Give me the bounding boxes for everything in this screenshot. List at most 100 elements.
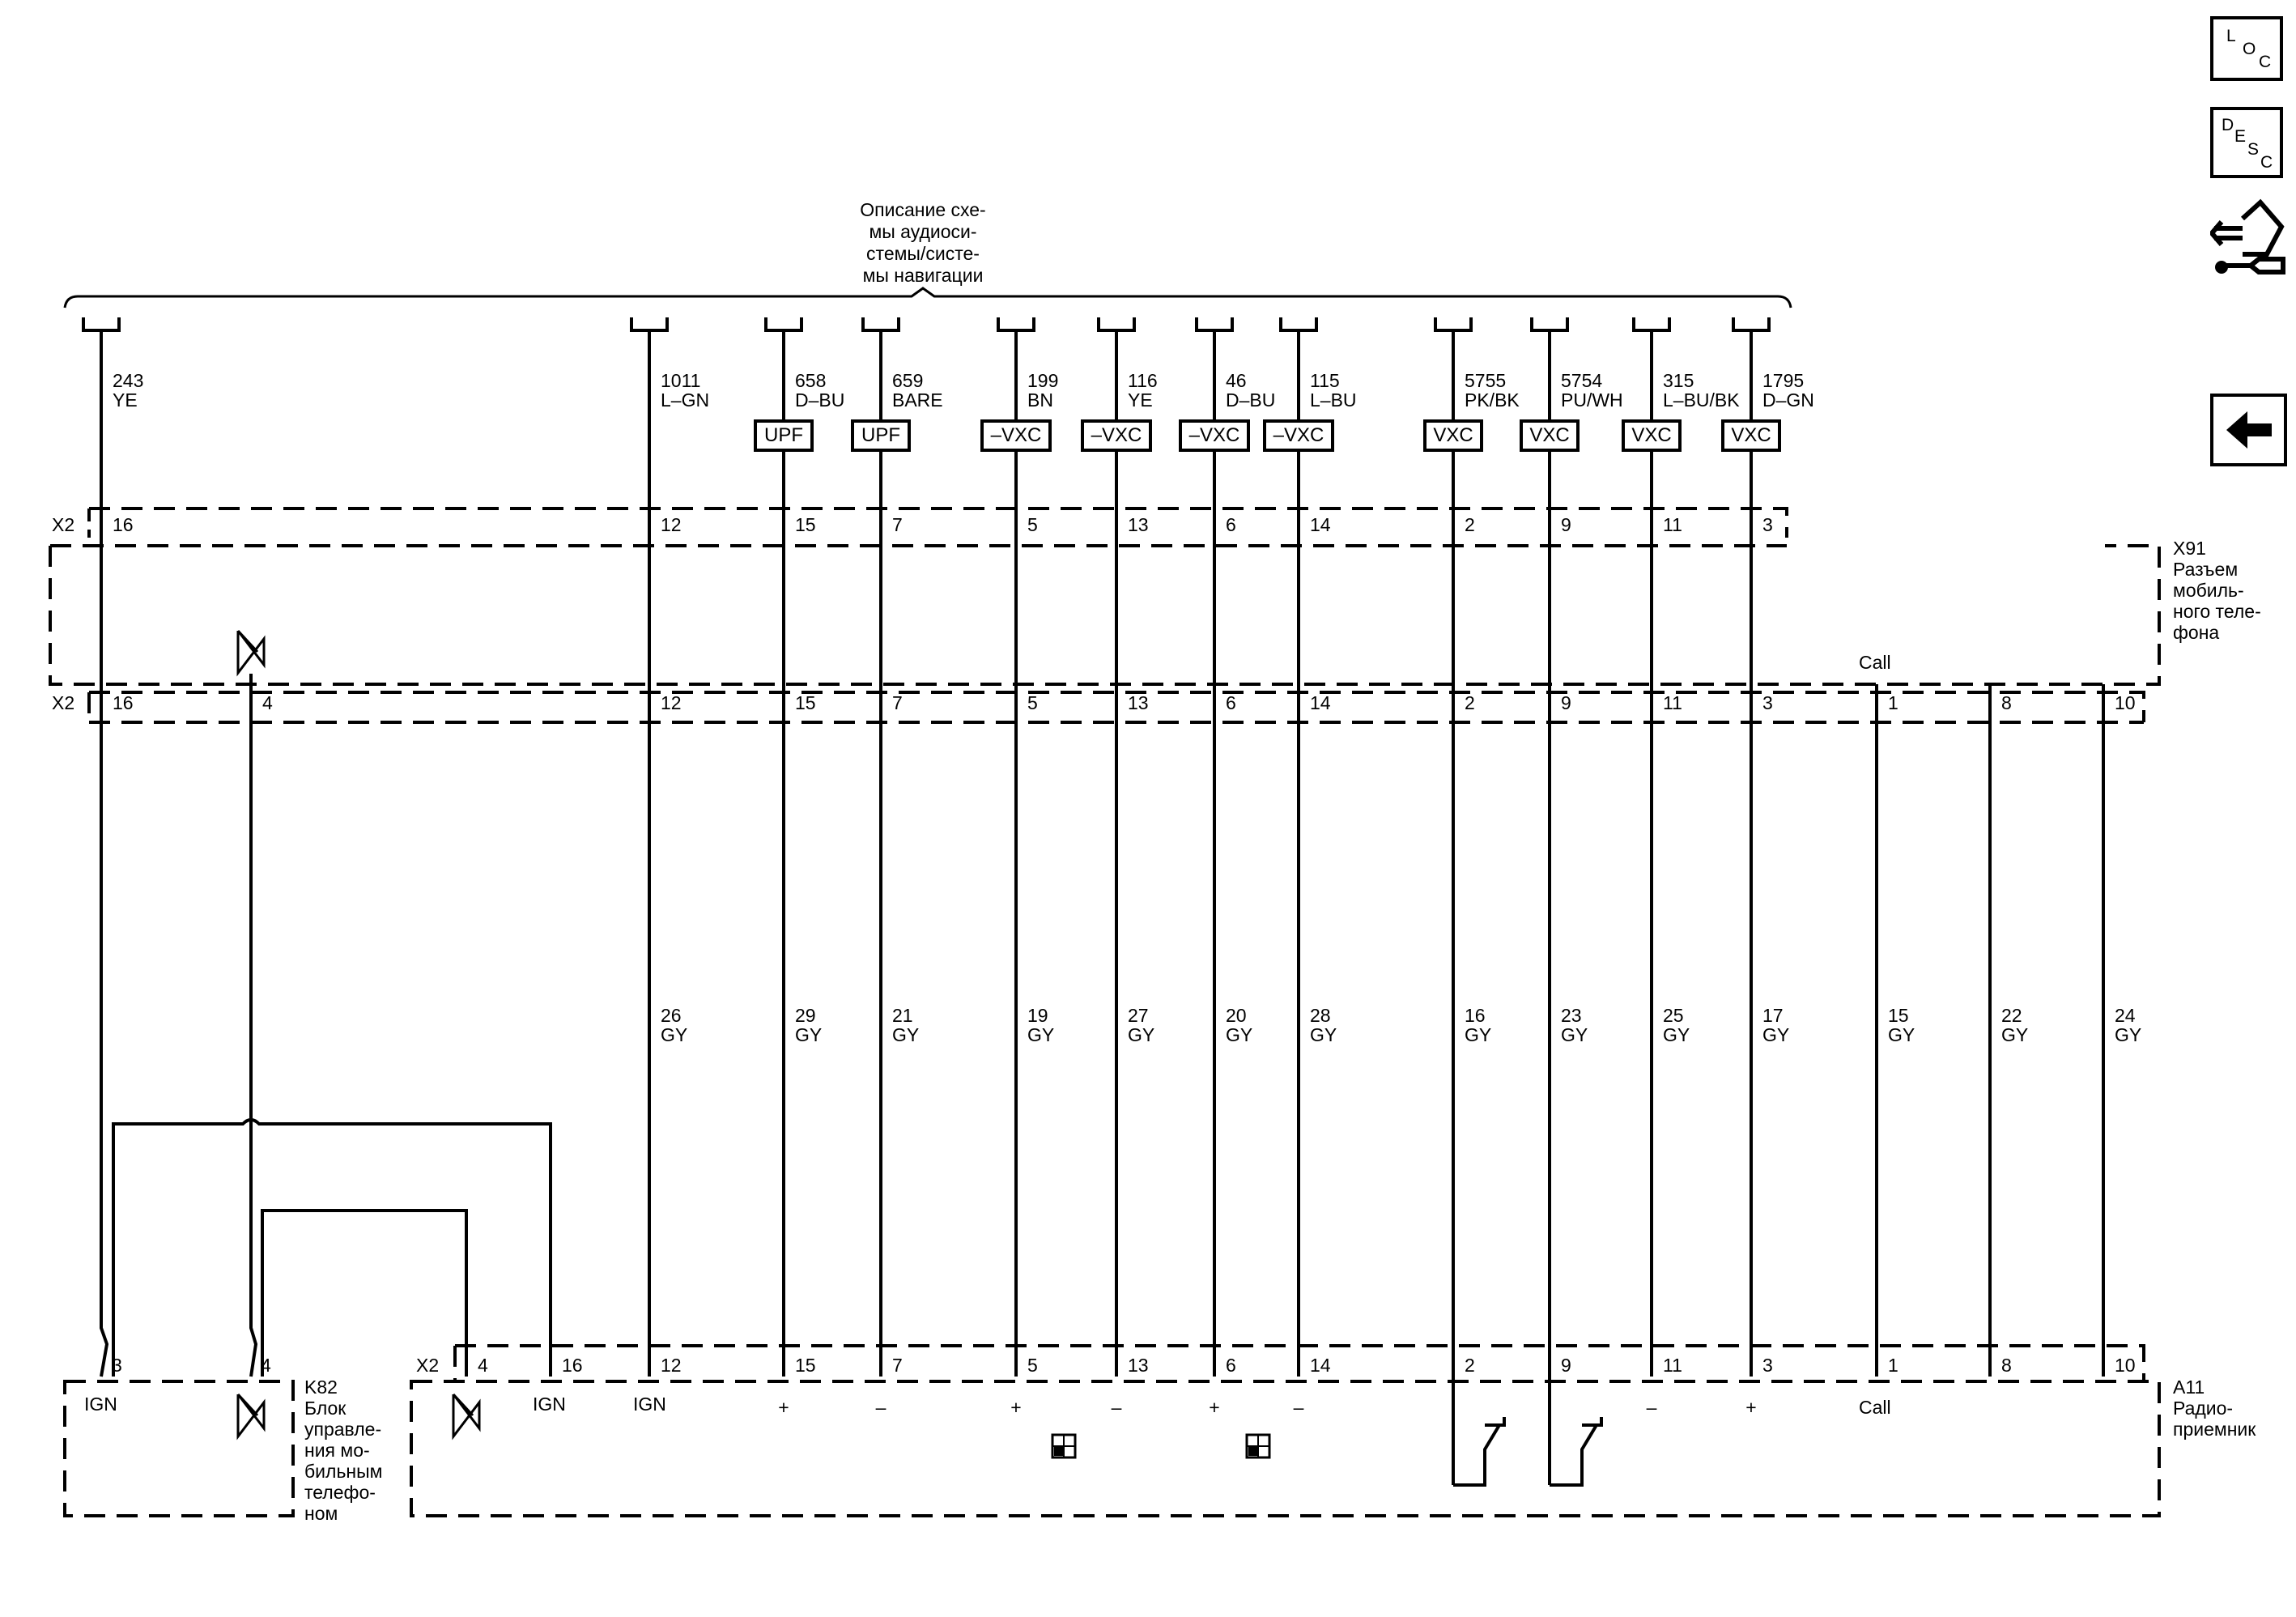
k82-label: K82 Блок управле- ния мо- бильным телефо… <box>304 1377 382 1524</box>
a11-pin: 7 <box>892 1355 903 1376</box>
x2-label: X2 <box>416 1355 439 1376</box>
x91-top-pin: 7 <box>892 514 903 535</box>
x91-label-line: ного теле- <box>2173 601 2261 622</box>
desc-letter-e: E <box>2234 127 2247 146</box>
wire-option-box <box>1423 419 1483 452</box>
wire-number: 29 <box>795 1005 816 1026</box>
wire-number: 16 <box>1465 1005 1486 1026</box>
wire-color: GY <box>1465 1024 1491 1045</box>
wire-color: YE <box>113 389 138 411</box>
wire-color: GY <box>1027 1024 1054 1045</box>
wire-number: 243 <box>113 370 143 391</box>
a11-pin: 9 <box>1561 1355 1571 1376</box>
wire-option-box <box>1622 419 1682 452</box>
wire-option-box <box>980 419 1052 452</box>
a11-pin: 5 <box>1027 1355 1038 1376</box>
x91-label-line: X91 <box>2173 538 2206 559</box>
a11-label: A11 Радио- приемник <box>2173 1377 2256 1440</box>
x91-top-pin: 9 <box>1561 514 1571 535</box>
connector-symbol <box>1732 317 1771 332</box>
x91-label: X91 Разъем мобиль- ного теле- фона <box>2173 538 2261 643</box>
a11-pin: 12 <box>661 1355 682 1376</box>
x91-bottom-pin: 14 <box>1310 692 1331 713</box>
wire-option-label: –VXC <box>1273 424 1324 446</box>
wire-color: L–GN <box>661 389 709 411</box>
ign-label: IGN <box>84 1394 117 1415</box>
x91-label-line: мобиль- <box>2173 580 2244 601</box>
wire-number: 15 <box>1888 1005 1909 1026</box>
polarity-mark: + <box>1209 1397 1219 1418</box>
wire-color: GY <box>2115 1024 2141 1045</box>
x91-label-line: фона <box>2173 622 2220 643</box>
wire-option-label: UPF <box>861 424 900 446</box>
wire-option-box <box>1081 419 1152 452</box>
a11-pin: 3 <box>1762 1355 1773 1376</box>
wire-option-label: –VXC <box>1189 424 1240 446</box>
wire-number: 24 <box>2115 1005 2136 1026</box>
wire-color: GY <box>2001 1024 2028 1045</box>
shield-icon-lines <box>1052 1435 1075 1457</box>
wire-number: 116 <box>1128 370 1158 391</box>
connector-symbol <box>1434 317 1473 332</box>
x91-top-pin: 6 <box>1226 514 1236 535</box>
wire-option-label: VXC <box>1731 424 1771 446</box>
x91-bottom-pin: 12 <box>661 692 682 713</box>
bracket-title-line: стемы/систе- <box>866 243 980 264</box>
a11-pin: 2 <box>1465 1355 1475 1376</box>
connector-symbol <box>1530 317 1569 332</box>
x91-bottom-pin: 8 <box>2001 692 2012 713</box>
wire-option-label: –VXC <box>1091 424 1142 446</box>
x91-top-pin: 14 <box>1310 514 1331 535</box>
desc-letter-c: C <box>2260 153 2273 172</box>
antenna-icon <box>236 1393 266 1440</box>
k82-pin: 4 <box>261 1355 271 1376</box>
shield-icon-fill <box>1054 1446 1064 1456</box>
bracket-title: Описание схе- мы аудиоси- стемы/систе- м… <box>826 199 1020 287</box>
wire-number: 17 <box>1762 1005 1784 1026</box>
hand-wrench-icon[interactable] <box>2209 194 2287 283</box>
wire-color: D–BU <box>1226 389 1275 411</box>
x91-bottom-pin: 11 <box>1663 692 1682 713</box>
a11-label-line: A11 <box>2173 1377 2205 1398</box>
polarity-mark: – <box>1647 1397 1657 1418</box>
call-label: Call <box>1859 652 1891 673</box>
wire-color: BARE <box>892 389 943 411</box>
bracket-title-line: мы навигации <box>862 265 984 286</box>
wire-number: 22 <box>2001 1005 2022 1026</box>
connector-symbol <box>861 317 900 332</box>
loc-letter-o: O <box>2243 40 2256 58</box>
a11-pin: 6 <box>1226 1355 1236 1376</box>
desc-button[interactable]: D E S C <box>2210 107 2283 178</box>
a11-pin: 1 <box>1888 1355 1898 1376</box>
back-arrow-icon <box>2226 411 2272 449</box>
wire-option-box <box>754 419 814 452</box>
desc-letter-d: D <box>2222 116 2234 134</box>
call-label: Call <box>1859 1397 1891 1418</box>
wire-option-label: UPF <box>764 424 803 446</box>
a11-pin: 16 <box>562 1355 583 1376</box>
a11-label-line: приемник <box>2173 1419 2256 1440</box>
x91-label-line: Разъем <box>2173 559 2239 580</box>
back-button[interactable] <box>2210 394 2287 466</box>
x91-bottom-pin: 9 <box>1561 692 1571 713</box>
wire-option-label: VXC <box>1433 424 1473 446</box>
wire-color: L–BU/BK <box>1663 389 1740 411</box>
x91-bottom-pin: 10 <box>2115 692 2136 713</box>
wire-color: GY <box>661 1024 687 1045</box>
loc-button[interactable]: L O C <box>2210 16 2283 81</box>
x91-bottom-pin: 4 <box>262 692 273 713</box>
x91-bottom-pin: 3 <box>1762 692 1773 713</box>
wire-color: L–BU <box>1310 389 1357 411</box>
desc-letter-s: S <box>2247 140 2260 159</box>
wire-number: 19 <box>1027 1005 1048 1026</box>
x91-bottom-pin: 1 <box>1888 692 1898 713</box>
wire-color: GY <box>892 1024 919 1045</box>
x2-label: X2 <box>52 692 74 713</box>
x91-top-pin: 15 <box>795 514 816 535</box>
wire-color: GY <box>795 1024 822 1045</box>
a11-pin: 15 <box>795 1355 816 1376</box>
wire-number: 26 <box>661 1005 682 1026</box>
antenna-icon <box>452 1393 481 1440</box>
wire-color: GY <box>1561 1024 1588 1045</box>
connector-symbol <box>764 317 803 332</box>
